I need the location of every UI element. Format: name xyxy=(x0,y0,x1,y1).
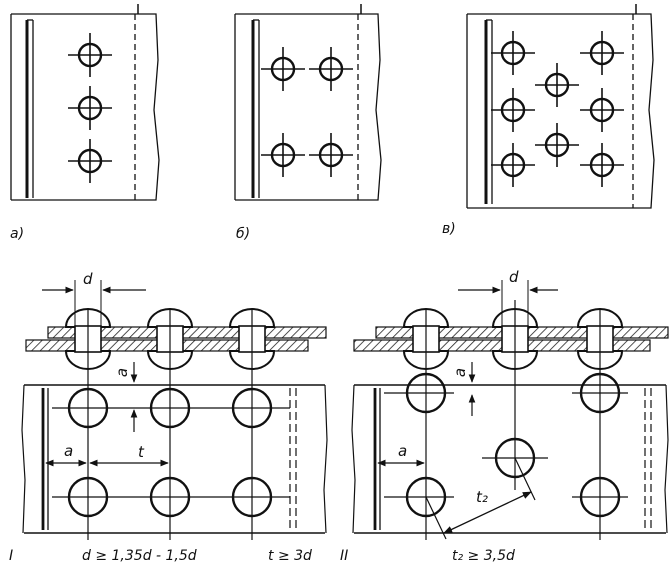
rivet-j2-2 xyxy=(579,372,621,414)
joint2-roman-label: II xyxy=(340,548,349,564)
joint2-section xyxy=(353,280,669,370)
rivet-v-8 xyxy=(578,141,626,189)
rivet-v-1 xyxy=(489,29,537,77)
rivet-j1-2 xyxy=(149,387,191,429)
joint1-formula-left: d ≥ 1,35d - 1,5d xyxy=(82,548,197,564)
rivet-v-3 xyxy=(533,61,581,109)
rivet-j1-4 xyxy=(67,476,109,518)
joint2-dim-a-horizontal: a xyxy=(398,442,408,460)
rivet-v-4 xyxy=(489,86,537,134)
joint1-formula-right: t ≥ 3d xyxy=(268,548,312,564)
caption-panel-b: б) xyxy=(236,226,251,242)
caption-panel-a: а) xyxy=(10,226,25,242)
joint1-plan xyxy=(21,310,328,540)
joint2-formula: t₂ ≥ 3,5d xyxy=(452,548,515,564)
rivet-j1-6 xyxy=(231,476,273,518)
rivet-b-2 xyxy=(307,45,355,93)
rivet-j2-3 xyxy=(494,437,536,479)
joint1-roman-label: I xyxy=(9,548,14,564)
joint2-dim-a-vertical: a xyxy=(451,367,470,378)
rivet-j1-5 xyxy=(149,476,191,518)
rivet-v-5 xyxy=(578,86,626,134)
rivet-j2-1 xyxy=(405,372,447,414)
rivet-a-3 xyxy=(66,137,114,185)
rivet-a-1 xyxy=(66,31,114,79)
joint1-dim-a-vertical: a xyxy=(113,367,132,378)
rivet-v-7 xyxy=(489,141,537,189)
rivet-j1-3 xyxy=(231,387,273,429)
joint1-dim-a-horizontal: a xyxy=(64,442,74,460)
panel-b xyxy=(234,4,382,201)
rivet-b-3 xyxy=(259,131,307,179)
joint1-dim-t: t xyxy=(138,443,144,461)
rivet-v-6 xyxy=(533,121,581,169)
panel-a xyxy=(10,4,160,201)
joint1-dim-d: d xyxy=(83,270,93,288)
rivet-b-4 xyxy=(307,131,355,179)
rivet-a-2 xyxy=(66,84,114,132)
joint1-section xyxy=(25,280,327,370)
joint2-plan xyxy=(351,300,669,540)
joint2-dim-d: d xyxy=(509,268,519,286)
rivet-v-2 xyxy=(578,29,626,77)
rivet-j1-1 xyxy=(67,387,109,429)
joint2-dim-t2: t₂ xyxy=(476,488,488,506)
caption-panel-v: в) xyxy=(442,221,456,237)
rivet-b-1 xyxy=(259,45,307,93)
panel-v xyxy=(466,4,655,209)
rivet-j2-5 xyxy=(579,476,621,518)
